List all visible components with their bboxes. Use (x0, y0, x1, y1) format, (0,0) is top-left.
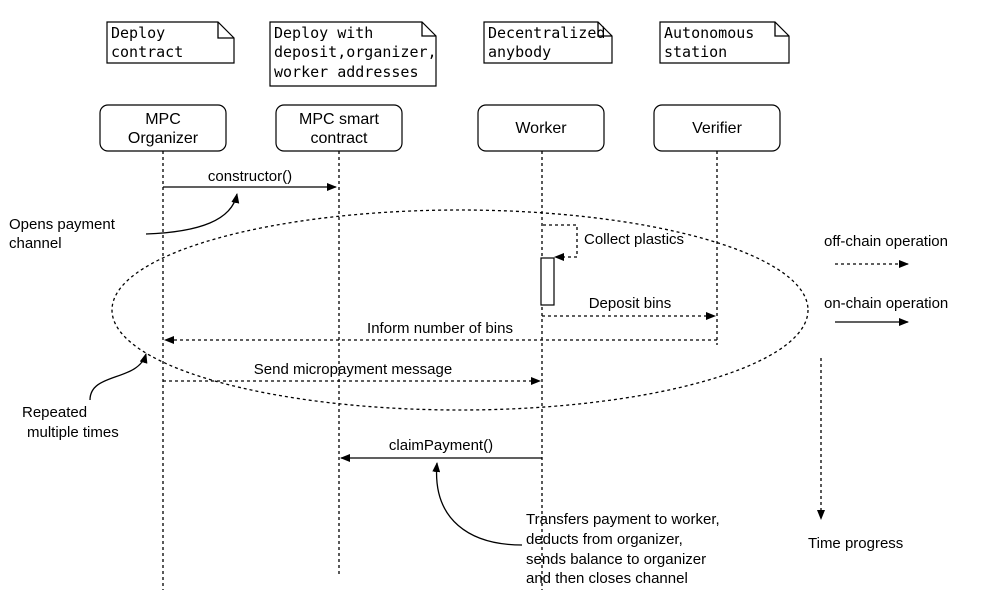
message-constructor: constructor() (163, 168, 337, 191)
message-label: constructor() (208, 168, 292, 185)
legend-label: Time progress (808, 535, 903, 552)
legend-label: on-chain operation (824, 295, 948, 312)
legend-offchain: off-chain operation (824, 233, 948, 268)
note-line: Autonomous (664, 24, 754, 42)
annotation-opens-channel: Opens payment channel (9, 193, 240, 252)
actor-mpc-smart-contract: MPC smart contract (275, 104, 403, 152)
actor-mpc-organizer: MPC Organizer (99, 104, 227, 152)
annotation-line: and then closes channel (526, 570, 688, 587)
note-line: anybody (488, 43, 551, 61)
annotation-line: Transfers payment to worker, (526, 511, 720, 528)
note-line: Deploy (111, 24, 165, 42)
message-label: claimPayment() (389, 437, 493, 454)
legend-onchain: on-chain operation (824, 295, 948, 326)
message-label: Inform number of bins (367, 320, 513, 337)
note-decentralized: Decentralized anybody (483, 21, 613, 64)
annotation-line: multiple times (27, 424, 119, 441)
message-collect-plastics: Collect plastics (540, 224, 684, 306)
message-label: Send micropayment message (254, 361, 452, 378)
message-deposit-bins: Deposit bins (542, 295, 716, 320)
actor-worker: Worker (477, 104, 605, 152)
actor-label: Verifier (692, 120, 742, 137)
message-label: Collect plastics (584, 231, 684, 248)
legend-label: off-chain operation (824, 233, 948, 250)
note-line: worker addresses (274, 63, 419, 81)
note-autonomous: Autonomous station (659, 21, 790, 64)
actor-label: Worker (515, 120, 567, 137)
message-claim-payment: claimPayment() (340, 437, 542, 462)
note-line: station (664, 43, 727, 61)
actor-label: MPC smart (299, 111, 380, 128)
note-line: contract (111, 43, 183, 61)
message-send-micropayment: Send micropayment message (163, 361, 541, 385)
repeat-region-ellipse (111, 209, 809, 411)
actor-label: MPC (145, 111, 181, 128)
message-inform-bins: Inform number of bins (164, 320, 717, 344)
annotation-line: Repeated (22, 404, 87, 421)
annotation-transfers: Transfers payment to worker, deducts fro… (432, 462, 720, 587)
note-line: Deploy with (274, 24, 373, 42)
annotation-line: Opens payment (9, 216, 116, 233)
note-deploy-with: Deploy with deposit,organizer, worker ad… (269, 21, 437, 87)
actor-verifier: Verifier (653, 104, 781, 152)
annotation-line: deducts from organizer, (526, 531, 683, 548)
note-line: deposit,organizer, (274, 43, 437, 61)
annotation-line: sends balance to organizer (526, 551, 706, 568)
legend-time-progress: Time progress (808, 358, 903, 552)
message-label: Deposit bins (589, 295, 672, 312)
annotation-line: channel (9, 235, 62, 252)
note-line: Decentralized (488, 24, 605, 42)
actor-label: contract (311, 130, 368, 147)
note-deploy-contract: Deploy contract (106, 21, 235, 64)
annotation-repeated: Repeated multiple times (22, 353, 148, 441)
actor-label: Organizer (128, 130, 199, 147)
